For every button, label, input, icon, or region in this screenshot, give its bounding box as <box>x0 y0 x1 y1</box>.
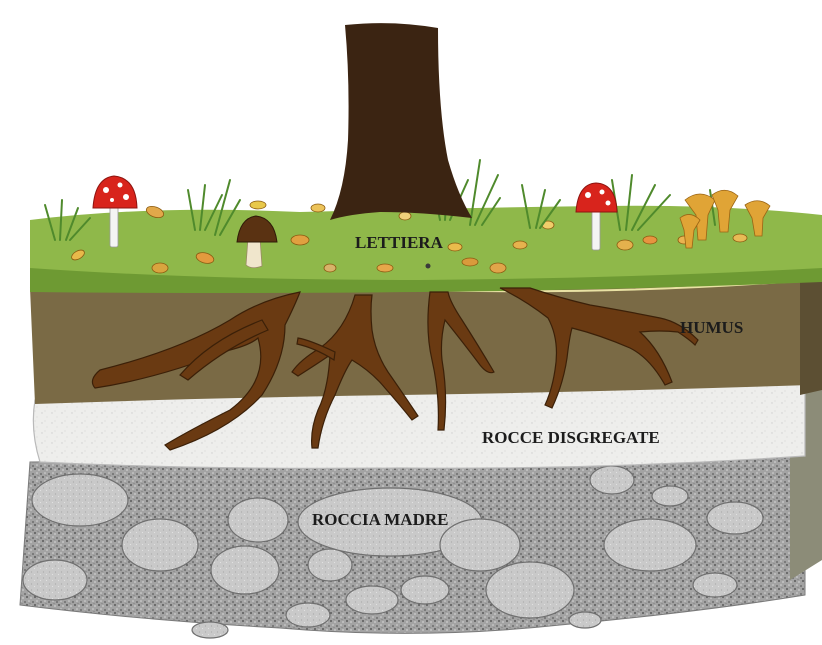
litter-dot <box>426 264 431 269</box>
label-litter: LETTIERA <box>355 233 444 252</box>
tree-trunk <box>330 23 472 220</box>
label-bedrock: ROCCIA MADRE <box>312 510 448 529</box>
humus-layer <box>30 280 822 404</box>
label-humus: HUMUS <box>680 318 743 337</box>
label-weathered-rock: ROCCE DISGREGATE <box>482 428 660 447</box>
